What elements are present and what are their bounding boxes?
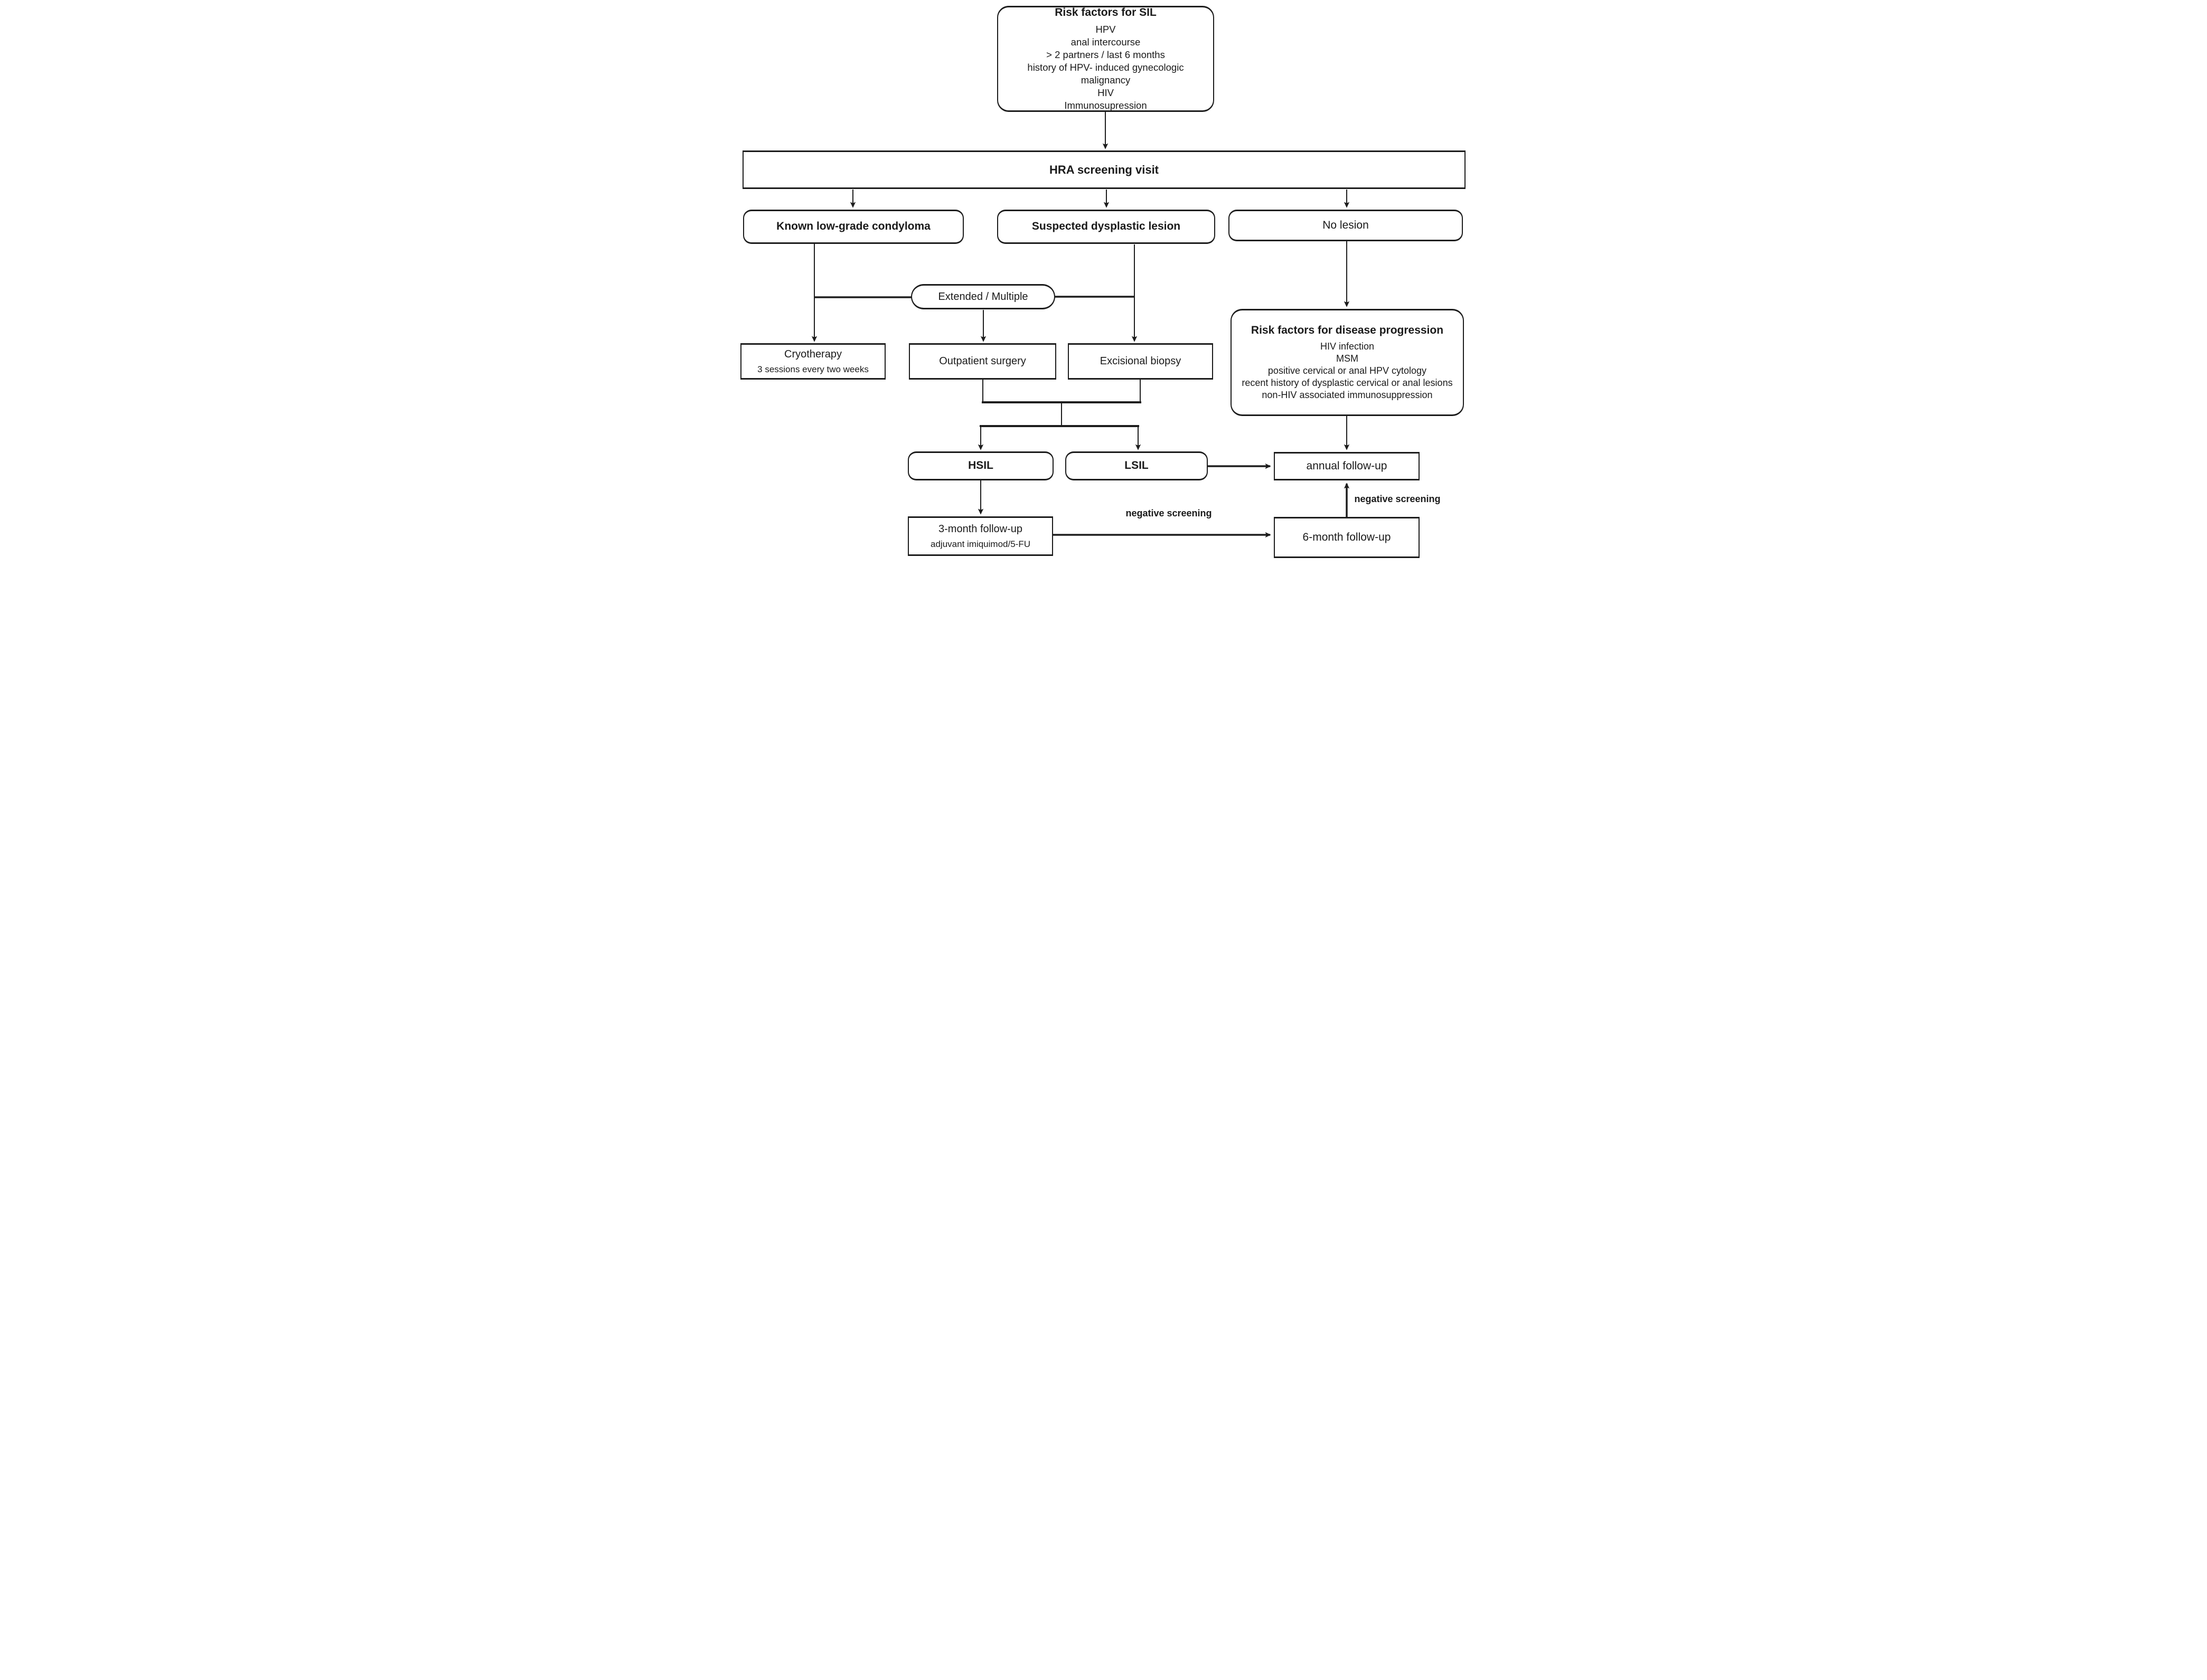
node-lsil: LSIL — [1065, 451, 1208, 480]
node-hra-screening-visit: HRA screening visit — [743, 150, 1466, 189]
node-item: recent history of dysplastic cervical or… — [1242, 377, 1453, 389]
node-title: Risk factors for disease progression — [1251, 324, 1444, 336]
edge-label-negative-screening-right: negative screening — [1354, 494, 1441, 504]
node-item: HPV — [1095, 23, 1116, 35]
node-label: Outpatient surgery — [939, 355, 1026, 367]
node-known-low-grade-condyloma: Known low-grade condyloma — [743, 210, 964, 244]
node-item: MSM — [1336, 353, 1358, 364]
node-label: HRA screening visit — [1049, 163, 1159, 176]
node-3-month-follow-up: 3-month follow-up adjuvant imiquimod/5-F… — [908, 516, 1053, 556]
node-6-month-follow-up: 6-month follow-up — [1274, 517, 1420, 558]
node-label: No lesion — [1322, 219, 1369, 231]
flowchart-canvas: Risk factors for SIL HPV anal intercours… — [736, 0, 1471, 560]
node-item: anal intercourse — [1070, 36, 1141, 48]
node-label: Suspected dysplastic lesion — [1031, 220, 1181, 233]
node-item: history of HPV- induced gynecologic mali… — [1027, 61, 1184, 86]
node-label: HSIL — [968, 459, 993, 472]
node-item: non-HIV associated immunosuppression — [1262, 390, 1433, 401]
node-label: Known low-grade condyloma — [776, 220, 931, 233]
node-risk-factors-disease-progression: Risk factors for disease progression HIV… — [1231, 309, 1464, 416]
node-item: Immunosupression — [1064, 99, 1147, 111]
node-label: LSIL — [1124, 459, 1149, 472]
node-excisional-biopsy: Excisional biopsy — [1068, 343, 1213, 380]
node-title: Cryotherapy — [784, 348, 842, 360]
node-cryotherapy: Cryotherapy 3 sessions every two weeks — [740, 343, 886, 380]
node-title: Risk factors for SIL — [1055, 6, 1157, 19]
node-item: HIV infection — [1320, 341, 1375, 352]
node-risk-factors-sil: Risk factors for SIL HPV anal intercours… — [997, 6, 1214, 112]
node-no-lesion: No lesion — [1228, 210, 1463, 241]
edge-label-negative-screening-bottom: negative screening — [1125, 508, 1212, 518]
node-subtitle: 3 sessions every two weeks — [757, 364, 869, 374]
node-label: Extended / Multiple — [938, 290, 1028, 303]
node-subtitle: adjuvant imiquimod/5-FU — [931, 539, 1030, 549]
node-label: Excisional biopsy — [1100, 355, 1181, 367]
node-outpatient-surgery: Outpatient surgery — [909, 343, 1056, 380]
node-item: > 2 partners / last 6 months — [1046, 49, 1165, 60]
node-hsil: HSIL — [908, 451, 1054, 480]
node-title: 3-month follow-up — [938, 523, 1022, 535]
node-item: HIV — [1097, 87, 1114, 98]
node-suspected-dysplastic-lesion: Suspected dysplastic lesion — [997, 210, 1215, 244]
node-label: annual follow-up — [1306, 459, 1387, 472]
node-label: 6-month follow-up — [1302, 531, 1391, 543]
node-item: positive cervical or anal HPV cytology — [1267, 365, 1427, 376]
node-annual-follow-up: annual follow-up — [1274, 452, 1420, 480]
node-extended-multiple: Extended / Multiple — [911, 284, 1055, 309]
